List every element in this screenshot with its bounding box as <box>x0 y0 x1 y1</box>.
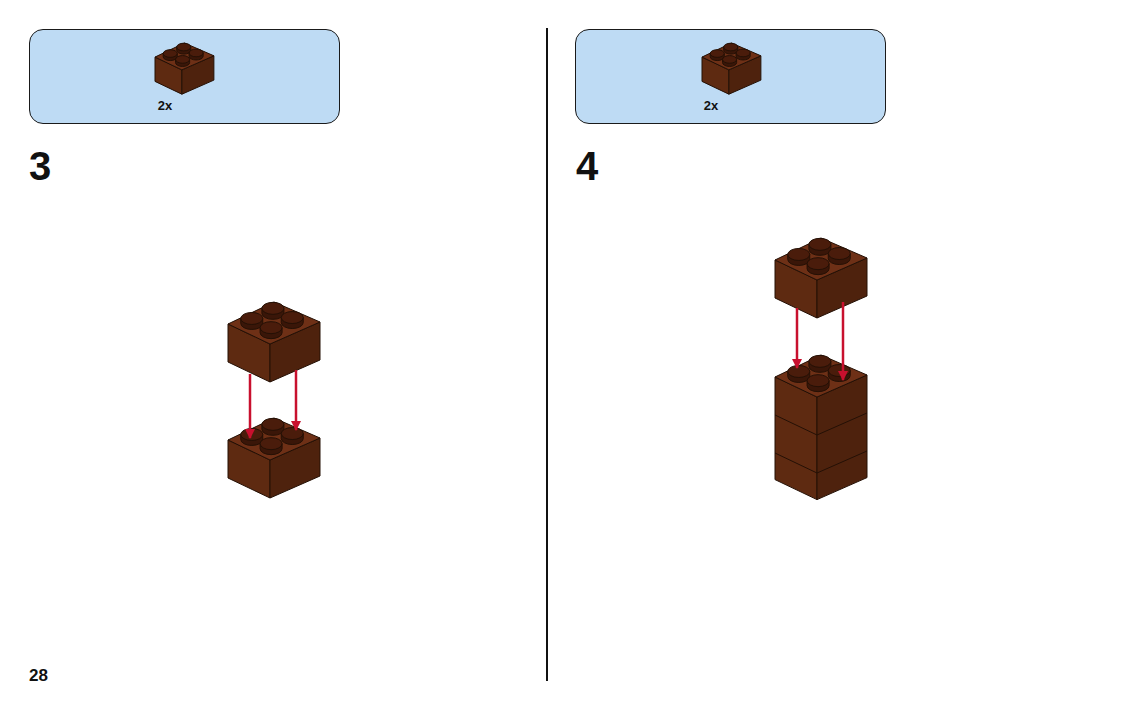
step-number: 3 <box>29 146 51 186</box>
brick-2x2 <box>775 238 867 318</box>
quantity-label: 2x <box>704 98 718 113</box>
step-number: 4 <box>576 146 598 186</box>
brick-2x2 <box>155 43 214 94</box>
parts-callout: 2x <box>29 29 340 124</box>
placement-arrows <box>250 302 843 438</box>
quantity-label: 2x <box>158 98 172 113</box>
brick-2x2 <box>702 43 761 94</box>
brick-2x2 <box>228 302 320 382</box>
parts-callout: 2x <box>575 29 886 124</box>
part-icon <box>30 30 341 125</box>
page-divider <box>546 28 548 681</box>
page-number: 28 <box>29 667 48 684</box>
brick-2x2 <box>775 355 867 500</box>
brick-2x2 <box>228 418 320 498</box>
part-icon <box>576 30 887 125</box>
